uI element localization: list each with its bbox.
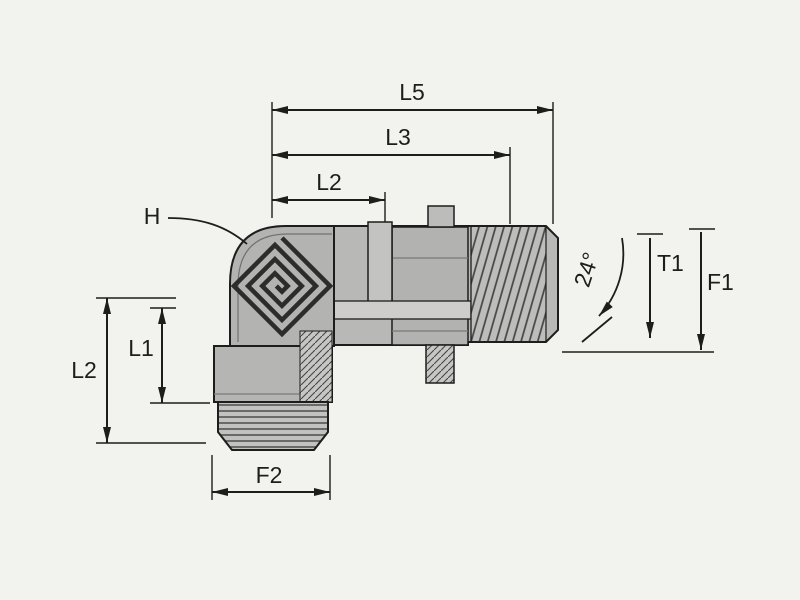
dim-label-l3: L3 (385, 124, 411, 150)
dim-label-f2: F2 (256, 462, 283, 488)
swivel-band (333, 300, 472, 320)
angle-chamfer-tick (581, 316, 613, 343)
dim-label-f1: F1 (707, 269, 734, 295)
dim-label-h: H (144, 203, 161, 229)
dim-label-angle: 24° (569, 249, 604, 290)
fitting-body (213, 205, 559, 451)
washer-tab-bottom-section (425, 344, 455, 384)
spiral-emblem (230, 236, 334, 338)
dim-label-l5: L5 (399, 79, 425, 105)
spiral-path (230, 236, 334, 338)
dim-label-t1: T1 (657, 250, 684, 276)
angle-leader-arc (598, 237, 625, 317)
dimensions: L5 L3 L2 H L2 L1 F2 24° T1 (71, 79, 734, 500)
dim-label-l2-left: L2 (71, 357, 97, 383)
washer-tab-top (427, 205, 455, 228)
hex-nut (391, 226, 469, 346)
elbow-block (229, 225, 335, 347)
vertical-thread (217, 401, 329, 451)
leader-line-h (167, 217, 248, 245)
dim-label-l2-top: L2 (316, 169, 342, 195)
vertical-port-section-hatch (299, 330, 333, 403)
flange (367, 221, 393, 303)
horizontal-thread-hatching (471, 227, 546, 341)
dim-label-l1: L1 (128, 335, 154, 361)
